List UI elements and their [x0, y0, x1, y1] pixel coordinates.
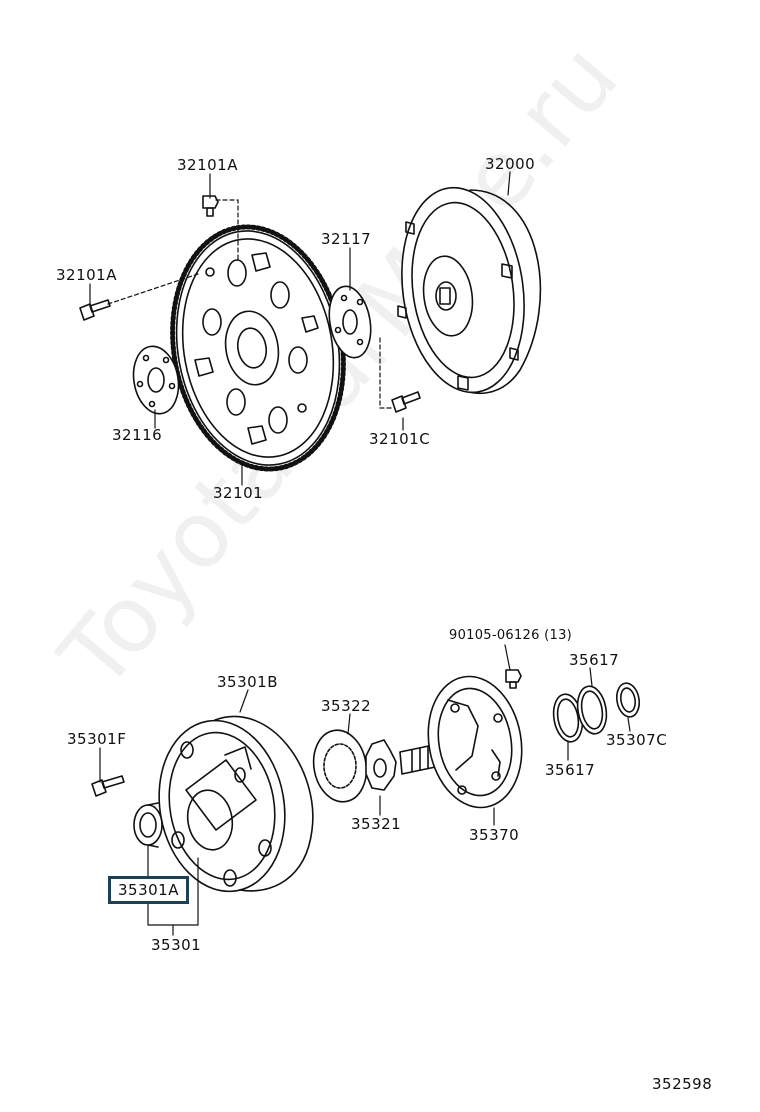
bolt-90105-06126[interactable] [505, 669, 522, 689]
label-32101a-left: 32101A [56, 266, 117, 284]
stator-shaft-35370[interactable] [399, 669, 532, 815]
bolt-35301f[interactable] [91, 775, 125, 797]
ring-35307c[interactable] [614, 681, 642, 718]
label-32101a-top: 32101A [177, 156, 238, 174]
torque-converter-32000[interactable] [389, 180, 542, 401]
label-32116: 32116 [112, 426, 163, 444]
label-35301b: 35301B [217, 673, 279, 691]
label-35301f: 35301F [67, 730, 127, 748]
label-35307c: 35307C [606, 731, 668, 749]
label-35617-lower: 35617 [545, 761, 596, 779]
label-35301: 35301 [151, 936, 202, 954]
bolt-32101a-left[interactable] [79, 299, 111, 321]
drive-gear-35321[interactable] [365, 739, 397, 791]
label-32117: 32117 [321, 230, 372, 248]
label-90105-06126: 90105-06126 (13) [449, 628, 573, 643]
label-32000: 32000 [485, 155, 536, 173]
diagram-code: 352598 [652, 1075, 713, 1093]
spacer-32117[interactable] [324, 283, 376, 361]
driven-gear-35322[interactable] [308, 726, 372, 806]
label-35322: 35322 [321, 697, 372, 715]
drive-plate-32101[interactable] [154, 213, 362, 482]
bolt-32101c[interactable] [391, 391, 421, 413]
label-35321: 35321 [351, 815, 402, 833]
bolt-32101a-top[interactable] [202, 195, 219, 217]
label-35370: 35370 [469, 826, 520, 844]
spacer-32116[interactable] [128, 343, 183, 418]
seal-ring-35617-upper[interactable] [574, 684, 610, 736]
label-35617-upper: 35617 [569, 651, 620, 669]
label-32101c: 32101C [369, 430, 431, 448]
oil-pump-body-35301b[interactable] [146, 711, 314, 902]
alignment-lines [107, 199, 393, 409]
oil-seal-35301a[interactable] [133, 802, 163, 848]
label-35301a-highlighted[interactable]: 35301A [108, 876, 189, 904]
label-32101: 32101 [213, 484, 264, 502]
